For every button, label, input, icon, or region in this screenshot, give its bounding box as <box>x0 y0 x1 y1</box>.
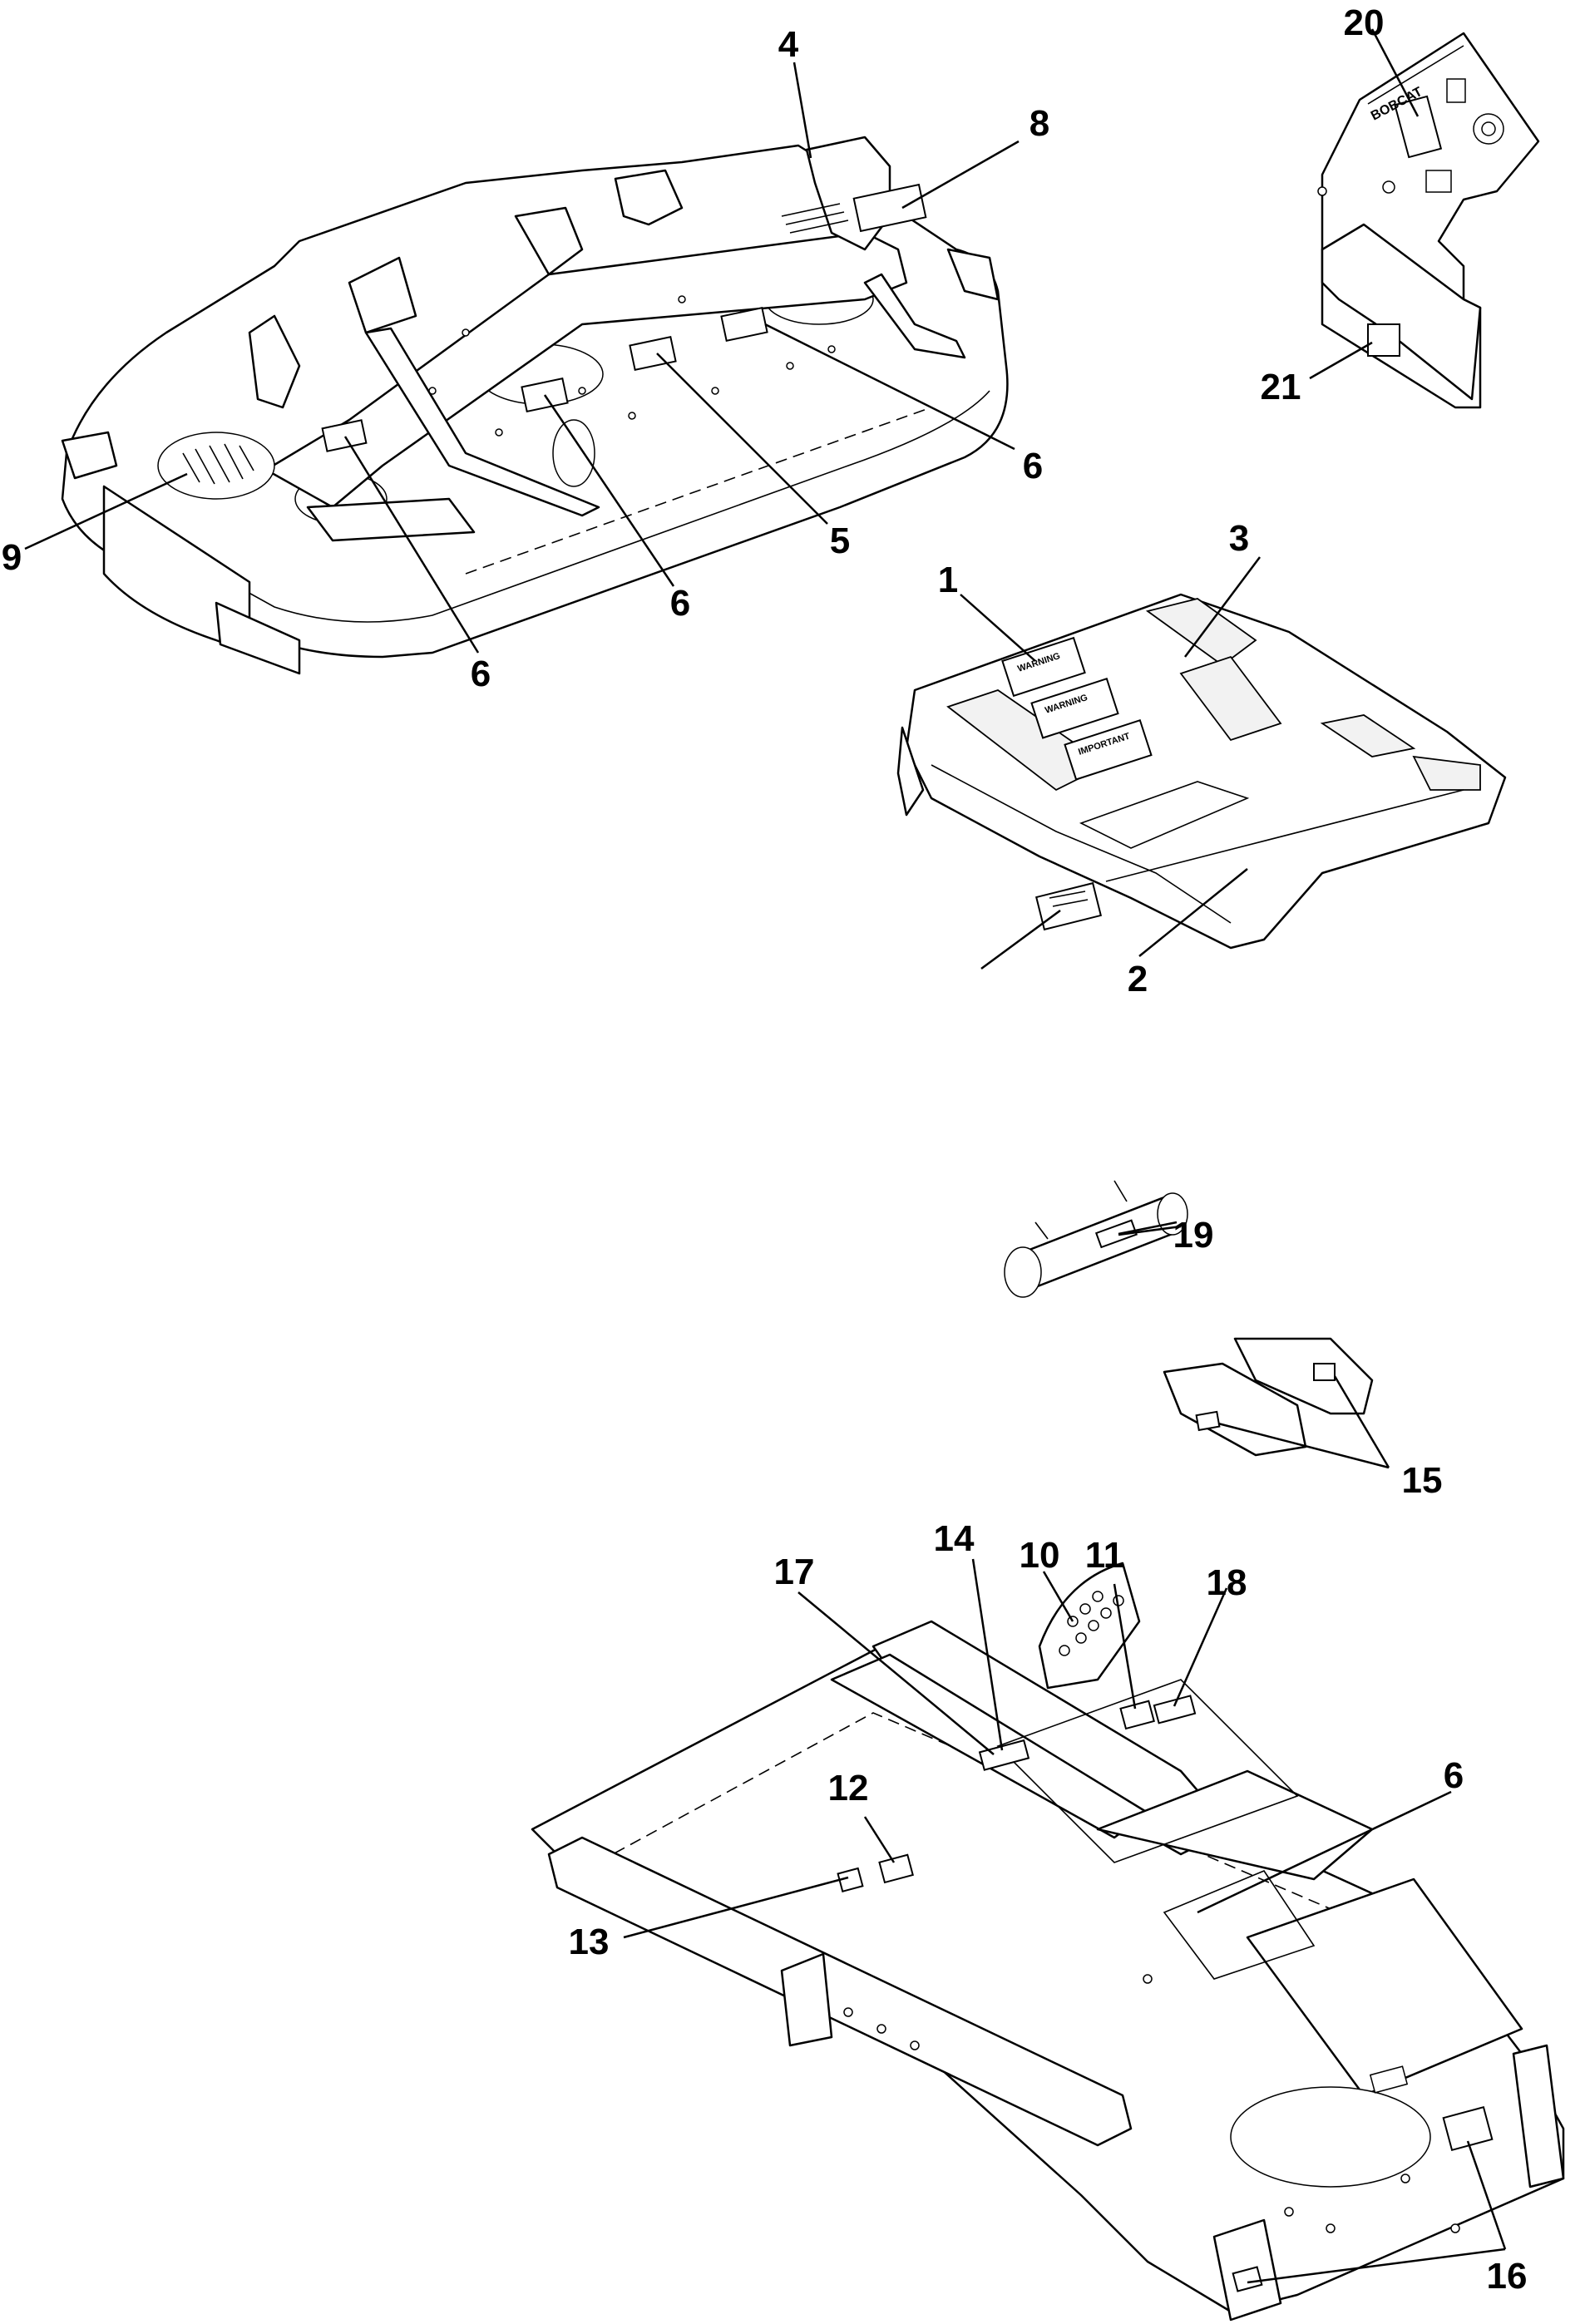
panel-decal-20 <box>1367 323 1400 357</box>
callout-1: 1 <box>938 560 958 600</box>
callout-19: 20 <box>1344 2 1385 43</box>
decal-10 <box>1119 1700 1155 1730</box>
callout-17: 18 <box>1207 1562 1247 1603</box>
callout-2: 2 <box>1128 959 1148 999</box>
decal-1-bottom <box>1064 718 1153 781</box>
decal-15a <box>1442 2105 1494 2152</box>
callout-labels: 4 8 6 5 6 6 9 20 21 1 3 2 19 15 10 11 18… <box>2 2 1528 2297</box>
decal-14b <box>1195 1410 1221 1432</box>
callout-18: 19 <box>1173 1215 1214 1256</box>
brand-decal-19 <box>1394 95 1443 159</box>
callout-16: 17 <box>774 1552 815 1592</box>
decal-12 <box>837 1867 864 1892</box>
decal-1-top <box>1001 636 1086 698</box>
callout-6-deck-right: 6 <box>1023 446 1043 486</box>
callout-8: 9 <box>2 537 22 578</box>
callout-6-deck-mid: 6 <box>670 583 690 624</box>
callout-10: 11 <box>1085 1535 1124 1576</box>
decal-11 <box>878 1853 914 1884</box>
decal-18 <box>1094 1219 1138 1249</box>
decal-14a <box>1313 1363 1336 1381</box>
callout-13: 14 <box>934 1518 975 1559</box>
callout-20: 21 <box>1261 367 1301 407</box>
callout-7: 8 <box>1030 103 1049 144</box>
control-panel: BOBCAT <box>1317 32 1540 409</box>
deck-decal-6a <box>321 419 368 452</box>
callout-5: 5 <box>830 521 850 561</box>
floor-pan: WARNING WARNING IMPORTANT <box>896 593 1507 950</box>
decal-15b <box>1232 2266 1263 2292</box>
decal-1-mid <box>1030 677 1119 739</box>
callout-6-frame: 6 <box>1444 1755 1464 1796</box>
tube-part <box>1004 1180 1188 1298</box>
callout-6-deck-left: 6 <box>471 654 491 694</box>
callout-11: 12 <box>828 1768 869 1808</box>
side-plates <box>1163 1337 1374 1457</box>
callout-15: 16 <box>1487 2256 1528 2297</box>
callout-9: 10 <box>1020 1535 1060 1576</box>
deck-decal-6c <box>720 306 768 343</box>
callout-12: 13 <box>569 1922 610 1962</box>
callout-14: 15 <box>1402 1460 1443 1501</box>
callout-4: 4 <box>778 24 799 65</box>
mower-deck <box>61 136 1009 675</box>
decal-21 <box>1034 881 1103 931</box>
leader-lines <box>24 28 1507 2284</box>
deck-decal-7 <box>852 183 927 233</box>
chassis-frame <box>531 1562 1565 2322</box>
decal-17 <box>1153 1695 1197 1724</box>
callout-3: 3 <box>1229 518 1249 559</box>
